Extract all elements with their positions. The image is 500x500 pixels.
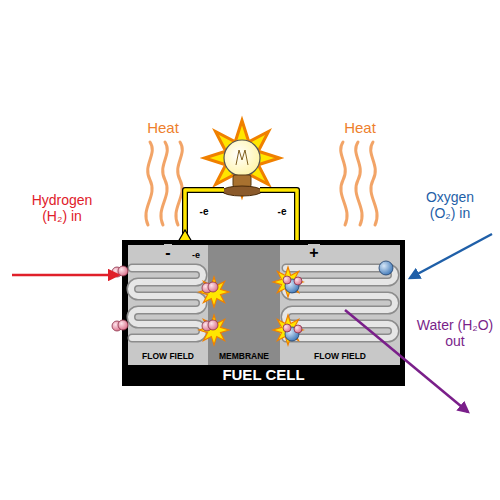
heat-wave: [341, 142, 347, 225]
heat-wave: [176, 142, 182, 225]
flow-field-panel: FLOW FIELD: [280, 245, 400, 365]
hydrogen-inflow-arrow: [12, 274, 118, 277]
hydrogen-molecule: [202, 282, 218, 293]
wire: [260, 190, 297, 246]
circuit-wires: [185, 190, 297, 246]
electron-label: -e: [194, 206, 214, 218]
hydrogen-molecule: [112, 320, 128, 331]
wire-outline: [260, 190, 297, 246]
oxygen-molecule: [379, 261, 393, 275]
water-molecule: [283, 324, 302, 341]
wire: [185, 190, 224, 240]
electron-label: -e: [272, 206, 292, 218]
panel-label: MEMBRANE: [208, 351, 280, 363]
channel: [131, 268, 203, 338]
flow-channels: [131, 268, 395, 338]
bulb-filament: [236, 150, 248, 165]
light-rays: [205, 121, 280, 196]
electron-label: -e: [191, 250, 202, 260]
flow-field-panel: FLOW FIELD: [128, 245, 208, 365]
fuel-cell-housing: [122, 240, 405, 386]
hydrogen-molecule: [202, 320, 218, 331]
panel-label: FLOW FIELD: [128, 351, 208, 363]
reaction-burst: [273, 267, 303, 297]
reaction-burst: [199, 277, 229, 307]
anode-panel: [128, 245, 208, 365]
wire-outline: [185, 190, 224, 240]
heat-wave: [371, 142, 377, 225]
heat-wave: [146, 142, 152, 225]
water-molecule: [283, 276, 302, 293]
reaction-burst: [273, 315, 303, 345]
hydrogen-label: Hydrogen (H₂) in: [20, 192, 104, 224]
panel-label: FLOW FIELD: [280, 351, 400, 363]
oxygen-label: Oxygen (O₂) in: [412, 189, 488, 221]
light-bulb: [205, 121, 280, 197]
heat-label: Heat: [330, 119, 390, 136]
device-title: FUEL CELL: [122, 366, 405, 384]
membrane-panel: [208, 245, 280, 365]
reaction-burst: [199, 315, 229, 345]
channel-outline: [131, 268, 203, 338]
heat-wave: [161, 142, 167, 225]
water-label: Water (H₂O) out: [416, 317, 495, 349]
bulb-base: [233, 175, 251, 187]
bulb-glass: [224, 140, 260, 176]
bulb-socket: [222, 186, 262, 196]
cathode-sign: +: [308, 244, 320, 262]
oxygen-inflow-arrow: [410, 234, 492, 278]
heat-wave: [356, 142, 362, 225]
cathode-panel: [280, 245, 400, 365]
membrane-panel: MEMBRANE: [208, 245, 280, 365]
anode-sign: -: [164, 244, 172, 262]
heat-label: Heat: [133, 119, 193, 136]
